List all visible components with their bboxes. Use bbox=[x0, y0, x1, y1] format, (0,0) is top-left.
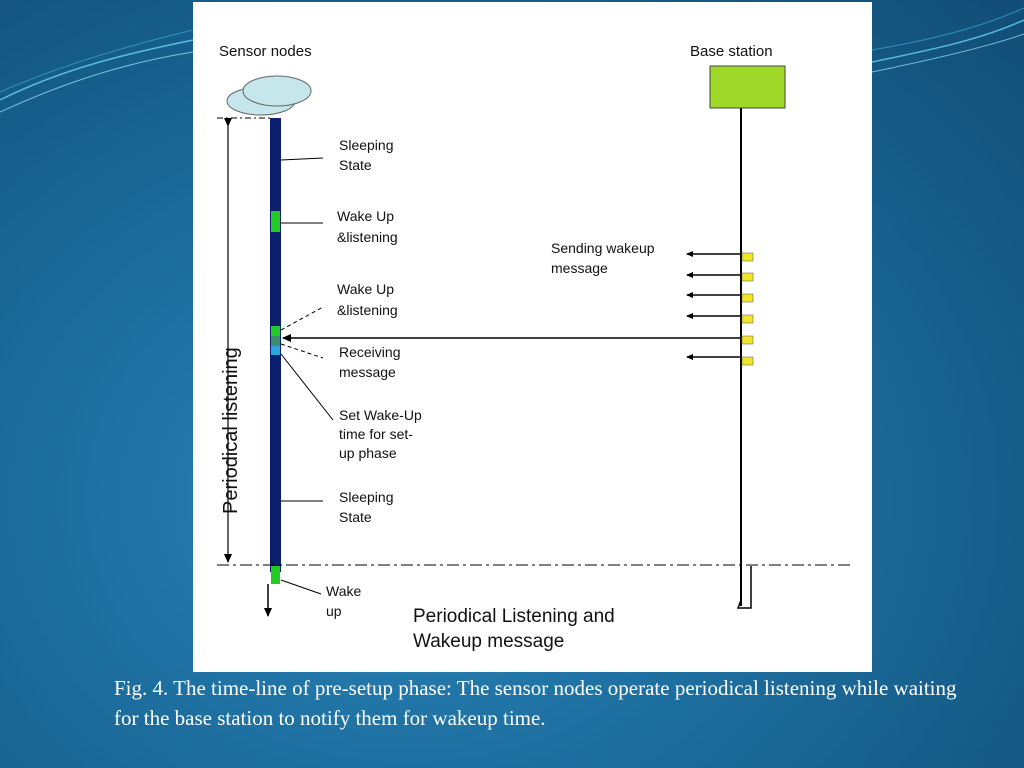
sensor-cloud-icon bbox=[226, 75, 312, 116]
set-wakeup-time-label-line-1: Set Wake-Up bbox=[339, 407, 422, 423]
listening-block-2 bbox=[271, 326, 280, 336]
sensor-nodes-title: Sensor nodes bbox=[219, 43, 312, 60]
wake-up-listening-label-2-line-2: &listening bbox=[337, 302, 398, 318]
message-block bbox=[741, 356, 754, 366]
wake-up-listening-label-2-line-1: Wake Up bbox=[337, 281, 394, 297]
receiving-message-label-line-1: Receiving bbox=[339, 344, 400, 360]
wake-up-listening-label-2: Wake Up &listening bbox=[337, 281, 398, 318]
diagram-footer-title-line-2: Wakeup message bbox=[413, 631, 564, 652]
wake-up-listening-label-1-line-1: Wake Up bbox=[337, 208, 394, 224]
wake-up-label: Wake up bbox=[326, 583, 365, 619]
wake-up-label-line-1: Wake bbox=[326, 583, 361, 599]
wake-up-listening-label-1-line-2: &listening bbox=[337, 229, 398, 245]
sending-wakeup-message-label-line-2: message bbox=[551, 260, 608, 276]
diagram-footer-title-line-1: Periodical Listening and bbox=[413, 606, 615, 627]
message-block bbox=[741, 272, 754, 282]
diagram-figure: Sensor nodes Base station Periodical lis… bbox=[193, 2, 872, 672]
set-wakeup-time-label: Set Wake-Up time for set- up phase bbox=[339, 407, 426, 461]
wake-up-listening-label-1: Wake Up &listening bbox=[337, 208, 398, 245]
base-station-timeline-end bbox=[736, 566, 752, 609]
sleeping-state-label-1-line-1: Sleeping bbox=[339, 137, 394, 153]
listening-block-1 bbox=[271, 211, 280, 232]
set-wakeup-time-label-line-2: time for set- bbox=[339, 426, 413, 442]
set-wakeup-block bbox=[271, 346, 280, 355]
receive-block bbox=[271, 336, 280, 346]
base-station-box bbox=[709, 65, 786, 109]
wakeup-block bbox=[271, 566, 280, 584]
sleeping-state-label-2: Sleeping State bbox=[339, 489, 397, 525]
message-block bbox=[741, 293, 754, 303]
wakeup-message-blocks bbox=[741, 252, 754, 366]
sending-wakeup-message-label: Sending wakeup message bbox=[551, 240, 658, 276]
figure-caption: Fig. 4. The time-line of pre-setup phase… bbox=[114, 676, 957, 730]
sending-wakeup-message-label-line-1: Sending wakeup bbox=[551, 240, 655, 256]
message-block bbox=[741, 252, 754, 262]
sleeping-state-label-2-line-1: Sleeping bbox=[339, 489, 394, 505]
message-block bbox=[741, 314, 754, 324]
wake-up-label-line-2: up bbox=[326, 603, 342, 619]
sleeping-state-label-1: Sleeping State bbox=[339, 137, 397, 173]
sleeping-state-label-1-line-2: State bbox=[339, 157, 372, 173]
receiving-message-label-line-2: message bbox=[339, 364, 396, 380]
set-wakeup-time-label-line-3: up phase bbox=[339, 445, 397, 461]
periodical-listening-label: Periodical listening bbox=[220, 347, 242, 514]
base-station-title: Base station bbox=[690, 43, 773, 60]
message-block bbox=[741, 335, 754, 345]
diagram-footer-title: Periodical Listening and Wakeup message bbox=[413, 606, 620, 652]
wakeup-message-arrows bbox=[686, 251, 741, 360]
timeline-diagram: Sensor nodes Base station Periodical lis… bbox=[217, 43, 851, 652]
sleeping-state-label-2-line-2: State bbox=[339, 509, 372, 525]
receiving-message-label: Receiving message bbox=[339, 344, 404, 380]
